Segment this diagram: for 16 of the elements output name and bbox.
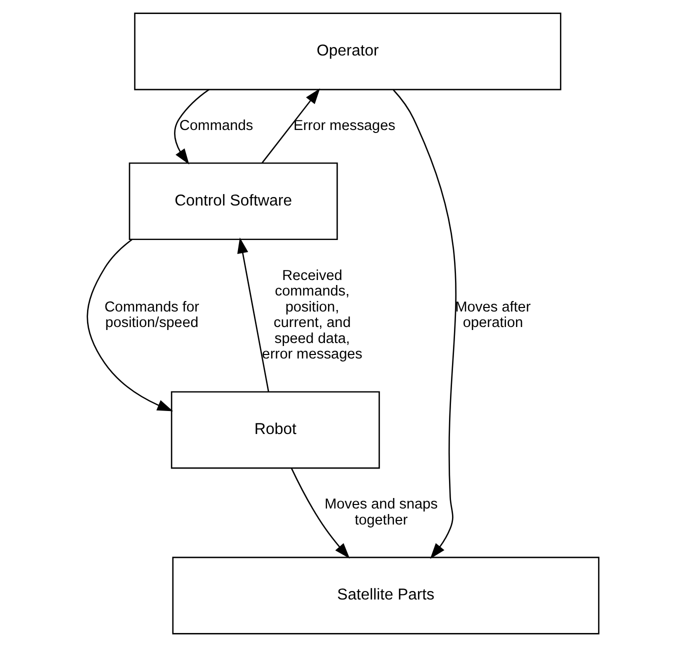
arrow	[86, 239, 174, 412]
edge-label: Error messages	[293, 118, 396, 134]
edge-label: Commands for position/speed	[104, 299, 200, 332]
arrow	[262, 88, 320, 164]
arrow	[392, 89, 456, 559]
edge-label: Commands	[179, 118, 254, 134]
edge-label: Moves and snaps together	[324, 496, 438, 528]
edge-label: Moves after operation	[455, 299, 531, 332]
arrow	[174, 89, 210, 165]
arrow	[290, 468, 350, 559]
node-box: Robot	[170, 391, 380, 469]
node-box: Operator	[134, 12, 562, 90]
arrow	[237, 237, 270, 392]
node-box: Control Software	[128, 162, 338, 240]
edge-label: Received commands, position, current, and speed data, error messages	[262, 268, 362, 363]
node-box: Satellite Parts	[172, 556, 600, 634]
